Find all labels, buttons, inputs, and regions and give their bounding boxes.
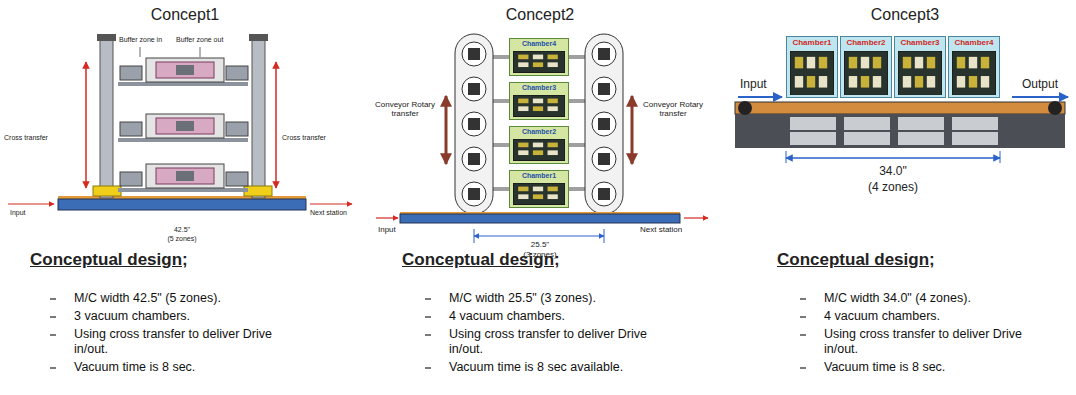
callout-label: Conveyor Rotary transfer: [640, 100, 706, 118]
concept1-machine: [8, 34, 352, 210]
bullet-dash: [425, 334, 431, 335]
callout-label: Buffer zone in: [119, 36, 162, 44]
chamber-label: Chamber3: [522, 83, 556, 92]
board-picture: [513, 95, 565, 117]
bullet-text: M/C width 34.0" (4 zones).: [824, 291, 1029, 306]
chamber-label: Chamber2: [522, 127, 556, 136]
bullet-text: M/C width 42.5" (5 zones).: [74, 291, 279, 306]
concept-title: Concept3: [871, 6, 940, 24]
callout-label: Cross transfer: [4, 134, 48, 142]
flow-label: Output: [1022, 78, 1058, 92]
callout-label: Buffer zone out: [176, 36, 223, 44]
flow-label: Input: [740, 78, 767, 92]
bullet-text: Using cross transfer to deliver Drive in…: [74, 327, 279, 357]
bullet-text: M/C width 25.5" (3 zones).: [449, 291, 654, 306]
board-picture: [952, 51, 996, 95]
vacuum-chamber: Chamber4: [509, 38, 569, 76]
flow-label: Input: [10, 209, 26, 217]
bullet-text: 3 vacuum chambers.: [74, 309, 279, 324]
flow-label: Next station: [310, 209, 347, 217]
bullet-text: Vacuum time is 8 sec available.: [449, 360, 654, 375]
board-picture: [513, 139, 565, 161]
concept-title: Concept2: [506, 6, 575, 24]
dimension-label: (4 zones): [868, 181, 918, 195]
board-picture: [844, 51, 888, 95]
bullet-text: 4 vacuum chambers.: [449, 309, 654, 324]
bullet-dash: [50, 334, 56, 335]
bullet-dash: [800, 298, 806, 299]
bullet-dash: [50, 298, 56, 299]
concept-title: Concept1: [151, 6, 220, 24]
chamber-label: Chamber1: [522, 171, 556, 180]
chamber-label: Chamber4: [522, 39, 556, 48]
concept2-machine: [376, 34, 708, 243]
vacuum-chamber: Chamber2: [509, 126, 569, 164]
bullet-text: 4 vacuum chambers.: [824, 309, 1029, 324]
dimension-label: 34.0": [879, 165, 907, 179]
board-picture: [898, 51, 942, 95]
vacuum-chamber: Chamber1: [509, 170, 569, 208]
section-heading: Conceptual design;: [777, 250, 935, 270]
dimension-label: 42.5": [174, 226, 190, 234]
chamber-label: Chamber2: [846, 37, 885, 48]
callout-label: Cross transfer: [282, 134, 326, 142]
dimension-label: (5 zones): [167, 235, 196, 243]
bullet-text: Using cross transfer to deliver Drive in…: [824, 327, 1029, 357]
vacuum-chamber: Chamber3: [509, 82, 569, 120]
board-picture: [513, 183, 565, 205]
bullet-dash: [425, 316, 431, 317]
chamber-label: Chamber3: [900, 37, 939, 48]
bullet-dash: [50, 367, 56, 368]
bullet-dash: [50, 316, 56, 317]
bullet-text: Vacuum time is 8 sec.: [74, 360, 279, 375]
bullet-text: Using cross transfer to deliver Drive in…: [449, 327, 654, 357]
dimension-label: 25.5": [531, 240, 549, 249]
chamber-label: Chamber4: [954, 37, 993, 48]
section-heading: Conceptual design;: [402, 250, 560, 270]
vacuum-chamber: Chamber4: [948, 36, 1000, 98]
vacuum-chamber: Chamber2: [840, 36, 892, 98]
bullet-dash: [800, 367, 806, 368]
bullet-dash: [425, 298, 431, 299]
board-picture: [790, 51, 834, 95]
vacuum-chamber: Chamber1: [786, 36, 838, 98]
concept3-machine: [735, 97, 1068, 163]
chamber-label: Chamber1: [792, 37, 831, 48]
bullet-dash: [425, 367, 431, 368]
bullet-dash: [800, 316, 806, 317]
bullet-text: Vacuum time is 8 sec.: [824, 360, 1029, 375]
vacuum-chamber: Chamber3: [894, 36, 946, 98]
flow-label: Input: [378, 225, 396, 234]
section-heading: Conceptual design;: [30, 250, 188, 270]
bullet-dash: [800, 334, 806, 335]
callout-label: Conveyor Rotary transfer: [372, 100, 438, 118]
flow-label: Next station: [640, 225, 682, 234]
board-picture: [513, 51, 565, 73]
